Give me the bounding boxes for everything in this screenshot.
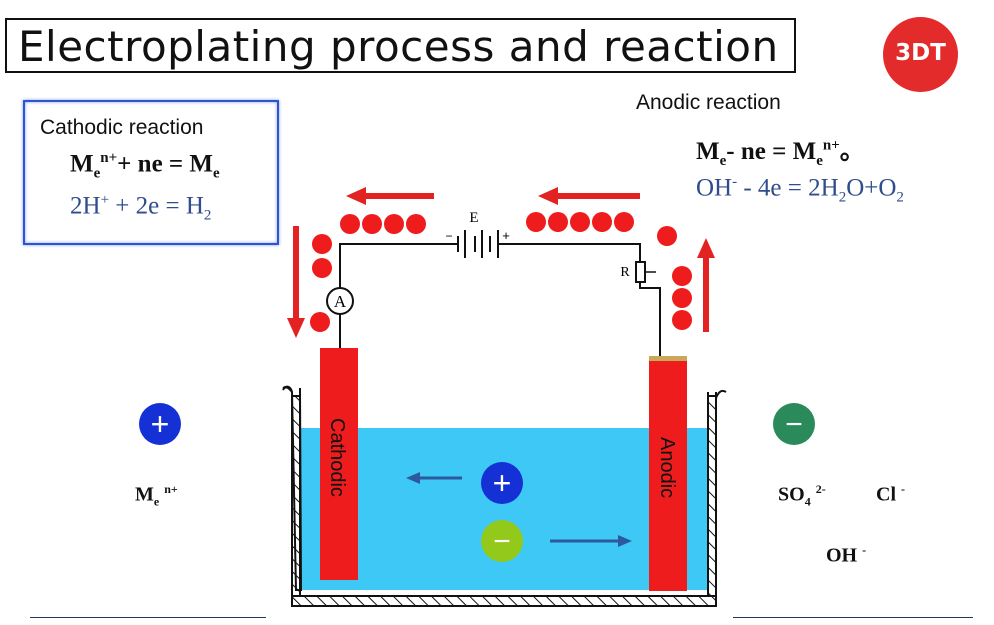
cathode-label: Cathodic <box>326 418 348 497</box>
cathodic-equation-1: Men++ ne = Me <box>70 150 220 182</box>
anode-electrode <box>649 360 687 591</box>
negative-ion-icon <box>773 403 815 445</box>
electrolyte-solution <box>300 428 708 590</box>
hydroxide-ion-label: OH - <box>826 543 867 567</box>
positive-ion-icon <box>139 403 181 445</box>
anode-cap <box>649 356 687 361</box>
footer-divider-right <box>733 617 973 618</box>
anode-label: Anodic <box>656 437 678 498</box>
ion-migration-arrows <box>406 472 632 547</box>
resistor-label: R <box>620 265 630 280</box>
logo-text: 3DT <box>895 40 946 66</box>
tank-lip-right <box>715 389 727 399</box>
bath-negative-ion-symbol: − <box>493 525 511 558</box>
title-frame <box>5 18 796 73</box>
current-arrows <box>287 187 715 338</box>
electron-dots <box>310 212 692 332</box>
anodic-equation-2: OH- - 4e = 2H2O+O2 <box>696 174 904 206</box>
cathodic-heading: Cathodic reaction <box>40 116 204 139</box>
chloride-ion-label: Cl - <box>876 482 905 506</box>
negative-ion-symbol: − <box>785 408 803 441</box>
battery-plus: + <box>502 228 510 243</box>
tank-lip-left <box>282 386 293 393</box>
bath-negative-ion-icon <box>481 520 523 562</box>
logo <box>883 17 958 92</box>
tank <box>282 385 717 607</box>
battery-minus: − <box>445 229 452 243</box>
positive-ion-symbol: + <box>151 406 170 442</box>
sulfate-ion-label: SO4 2- <box>778 482 826 509</box>
bath-positive-ion-symbol: + <box>493 465 512 501</box>
cathodic-equation-2: 2H+ + 2e = H2 <box>70 192 212 224</box>
anodic-heading: Anodic reaction <box>636 91 781 114</box>
bath-positive-ion-icon <box>481 462 523 504</box>
page-title: Electroplating process and reaction <box>18 22 779 71</box>
battery-label: E <box>469 210 478 226</box>
ammeter-icon <box>326 287 354 315</box>
circuit-wires <box>339 243 661 360</box>
resistor-icon <box>635 261 646 283</box>
ammeter-label: A <box>334 292 347 311</box>
metal-ion-label: Me n+ <box>135 482 178 509</box>
footer-divider-left <box>30 617 266 618</box>
anodic-equation-1: Me- ne = Men+。 <box>696 137 865 169</box>
battery-icon <box>457 230 499 258</box>
cathodic-reaction-box <box>23 100 279 245</box>
cathode-electrode <box>320 348 358 580</box>
